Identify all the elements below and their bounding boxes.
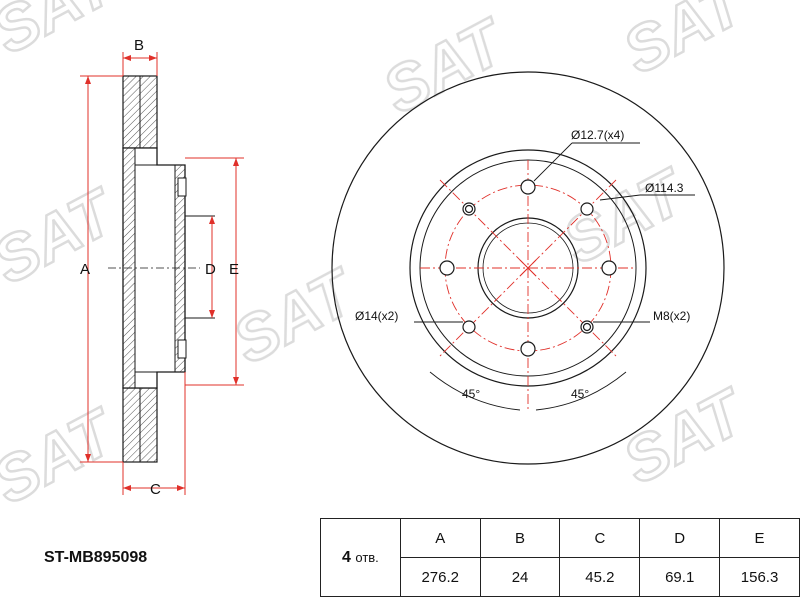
holes-unit: отв. bbox=[355, 549, 379, 565]
value-e: 156.3 bbox=[719, 557, 800, 597]
bolt-hole-leader bbox=[533, 142, 573, 182]
watermark-text: SAT bbox=[222, 254, 369, 378]
bolt-hole bbox=[439, 260, 455, 276]
value-c: 45.2 bbox=[559, 557, 641, 597]
side-dimension-arrows bbox=[85, 55, 239, 491]
thread-hole-inner bbox=[582, 322, 592, 332]
part-number: ST-MB895098 bbox=[44, 549, 148, 566]
bolt-hole bbox=[520, 179, 536, 195]
header-b: B bbox=[479, 518, 561, 558]
dim-b-label: B bbox=[134, 37, 144, 54]
dim-e-label: E bbox=[229, 261, 239, 278]
header-c: C bbox=[559, 518, 641, 558]
spec-value-row: 276.2 24 45.2 69.1 156.3 bbox=[321, 557, 800, 597]
bolt-hole-section-top bbox=[177, 177, 187, 197]
spec-header-row: 4 отв. A B C D E bbox=[320, 518, 800, 597]
angle-arc-right bbox=[535, 371, 627, 411]
angle-right-label: 45° bbox=[571, 387, 589, 401]
value-a: 276.2 bbox=[399, 557, 481, 597]
holes-count: 4 bbox=[342, 548, 351, 566]
aux-hole bbox=[580, 202, 594, 216]
bolt-hole bbox=[601, 260, 617, 276]
watermark: SAT SAT SAT SAT SAT SAT SAT SAT bbox=[0, 0, 760, 519]
aux-hole bbox=[462, 320, 476, 334]
header-a: A bbox=[399, 518, 481, 558]
angle-arc-left bbox=[429, 371, 521, 411]
watermark-text: SAT bbox=[0, 0, 129, 68]
front-leaders bbox=[414, 142, 695, 411]
center-mark bbox=[519, 259, 537, 277]
pcd-leader bbox=[599, 194, 641, 201]
header-d: D bbox=[639, 518, 721, 558]
bolt-holes bbox=[439, 179, 617, 357]
pcd-label: Ø114.3 bbox=[645, 181, 684, 195]
watermark-text: SAT bbox=[612, 374, 759, 498]
rotor-hat-face bbox=[174, 164, 186, 373]
watermark-text: SAT bbox=[372, 4, 519, 128]
angle-left-label: 45° bbox=[462, 387, 480, 401]
spec-table: 4 отв. A B C D E 276.2 24 45.2 69.1 156.… bbox=[320, 518, 800, 597]
dim-a-label: A bbox=[80, 261, 90, 278]
side-view bbox=[108, 75, 215, 463]
watermark-text: SAT bbox=[0, 394, 129, 518]
header-e: E bbox=[719, 518, 800, 558]
watermark-text: SAT bbox=[612, 0, 759, 88]
watermark-text: SAT bbox=[552, 154, 699, 278]
thread-label: M8(x2) bbox=[653, 309, 690, 323]
watermark-text: SAT bbox=[0, 174, 129, 298]
dim-d-label: D bbox=[205, 261, 216, 278]
thread-hole-inner bbox=[464, 204, 474, 214]
bolt-hole bbox=[520, 341, 536, 357]
dim-c-label: C bbox=[150, 481, 161, 498]
rotor-outer-edge bbox=[331, 71, 725, 465]
value-b: 24 bbox=[479, 557, 561, 597]
bolt-hole-label: Ø12.7(x4) bbox=[571, 128, 624, 142]
holes-cell: 4 отв. bbox=[320, 518, 401, 597]
bolt-hole-section-bottom bbox=[177, 339, 187, 359]
aux-hole-label: Ø14(x2) bbox=[355, 309, 398, 323]
value-d: 69.1 bbox=[639, 557, 721, 597]
